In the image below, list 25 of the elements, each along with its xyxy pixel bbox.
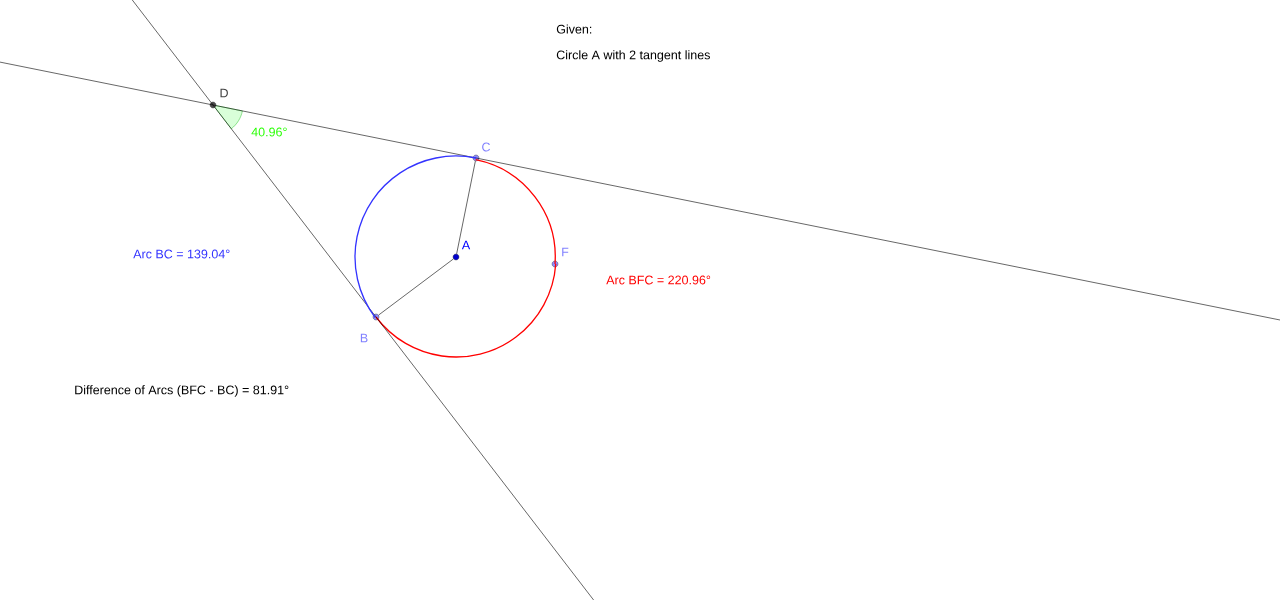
arc	[354, 155, 477, 319]
text-label: Arc BFC = 220.96°	[606, 275, 711, 285]
arc	[475, 159, 556, 265]
tangent-line	[375, 316, 594, 600]
node-label: B	[360, 333, 368, 343]
radius-line	[456, 160, 476, 255]
point: D	[209, 88, 228, 109]
node-label: F	[562, 247, 569, 257]
radius-line	[378, 258, 454, 316]
point: B	[360, 313, 380, 343]
tangent-line	[132, 0, 214, 106]
text-label: Difference of Arcs (BFC - BC) = 81.91°	[75, 385, 289, 397]
point: A	[452, 240, 471, 261]
point: F	[551, 247, 569, 268]
tangent-line	[0, 61, 214, 106]
node-label: A	[461, 240, 471, 250]
node-label: C	[482, 142, 491, 152]
point: C	[472, 142, 491, 162]
text-label: Circle A with 2 tangent lines	[556, 50, 710, 62]
text-label: Given:	[556, 24, 592, 34]
text-label: Arc BC = 139.04°	[133, 249, 230, 259]
tangent-line	[212, 104, 377, 318]
tangent-line	[475, 157, 1280, 321]
text-label: 40.96°	[251, 127, 287, 137]
node-label: D	[220, 88, 228, 98]
